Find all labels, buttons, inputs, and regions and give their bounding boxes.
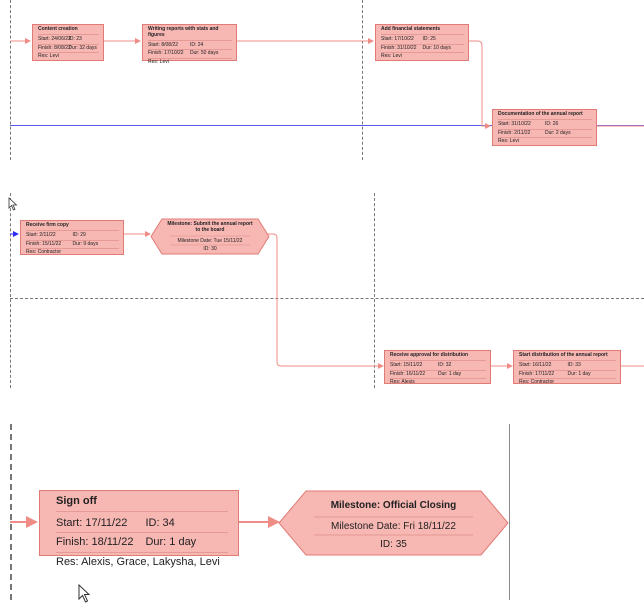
task-id: ID: 26 [545, 120, 559, 127]
milestone-date: Milestone Date: Fri 18/11/22 [331, 521, 456, 532]
task-start: Start: 8/08/22 [148, 41, 179, 48]
task-title: Content creation [38, 26, 99, 35]
task-resource: Res: Alexis [390, 379, 415, 386]
task-node-writing-reports[interactable]: Writing reports with stats and figures S… [142, 24, 237, 65]
milestone-title-line1: Milestone: Submit the annual report [167, 221, 253, 227]
milestone-date: Milestone Date: Tue 15/11/22 [177, 238, 243, 244]
task-id: ID: 29 [72, 231, 86, 238]
task-finish: Finish: 2/11/22 [498, 129, 531, 136]
milestone-node-official-closing[interactable]: Milestone: Official Closing Milestone Da… [278, 490, 509, 556]
task-finish: Finish: 8/08/22 [38, 44, 71, 51]
task-title: Start distribution of the annual report [519, 352, 616, 361]
mouse-pointer-icon [78, 584, 91, 603]
milestone-id: ID: 35 [380, 539, 407, 550]
page-break-horizontal [10, 298, 644, 299]
timeline-baseline [10, 125, 644, 126]
task-resource: Res: Levi [38, 53, 59, 60]
task-start: Start: 2/11/22 [26, 231, 56, 238]
task-resource: Res: Levi [498, 138, 519, 145]
task-id: ID: 25 [422, 35, 436, 42]
task-node-documentation[interactable]: Documentation of the annual report Start… [492, 109, 597, 146]
task-resource: Res: Levi [148, 59, 169, 65]
task-duration: Dur: 1 day [567, 370, 591, 377]
page-break-vertical [374, 193, 375, 388]
task-id: ID: 34 [145, 516, 175, 529]
task-resource: Res: Levi [381, 53, 402, 60]
task-finish: Finish: 31/10/22 [381, 44, 417, 51]
task-finish: Finish: 17/11/22 [519, 370, 555, 377]
task-id: ID: 24 [190, 41, 204, 48]
task-duration: Dur: 10 days [422, 44, 451, 51]
task-start: Start: 16/11/22 [519, 361, 552, 368]
page-break-vertical [362, 0, 363, 160]
task-title: Receive approval for distribution [390, 352, 486, 361]
milestone-node-submit-annual-report[interactable]: Milestone: Submit the annual report to t… [150, 218, 270, 255]
task-resource: Res: Contractor [519, 379, 555, 386]
page-break-vertical [10, 193, 11, 388]
link-financial-to-documentation [468, 40, 491, 129]
task-resource: Res: Contractor [26, 249, 62, 256]
mouse-pointer-icon [8, 197, 18, 211]
task-finish: Finish: 15/11/22 [26, 240, 62, 247]
task-start: Start: 31/10/22 [498, 120, 531, 127]
task-duration: Dur: 1 day [145, 536, 197, 549]
page-break-vertical [10, 424, 12, 600]
task-node-add-financial-statements[interactable]: Add financial statements Start: 17/10/22… [375, 24, 469, 61]
milestone-hexagon-shape [278, 490, 509, 556]
link-submit-to-approval [268, 233, 384, 369]
task-title: Receive firm copy [26, 222, 119, 231]
task-title: Sign off [56, 495, 228, 512]
milestone-id: ID: 30 [203, 246, 217, 252]
task-finish: Finish: 18/11/22 [56, 536, 134, 549]
task-start: Start: 24/06/22 [38, 35, 71, 42]
task-start: Start: 17/11/22 [56, 516, 128, 529]
task-duration: Dur: 50 days [190, 50, 219, 57]
task-start: Start: 17/10/22 [381, 35, 414, 42]
task-node-sign-off[interactable]: Sign off Start: 17/11/22 ID: 34 Finish: 1… [39, 490, 239, 568]
task-duration: Dur: 9 days [72, 240, 99, 247]
task-start: Start: 15/11/22 [390, 361, 423, 368]
task-id: ID: 33 [567, 361, 581, 368]
task-finish: Finish: 17/10/22 [148, 50, 184, 57]
task-duration: Dur: 32 days [68, 44, 97, 51]
task-node-receive-approval[interactable]: Receive approval for distribution Start:… [384, 350, 491, 386]
task-duration: Dur: 1 day [438, 370, 462, 377]
milestone-title: Milestone: Official Closing [330, 500, 457, 511]
task-node-start-distribution[interactable]: Start distribution of the annual report … [513, 350, 621, 386]
task-node-receive-firm-copy[interactable]: Receive firm copy Start: 2/11/22 ID: 29 F… [20, 220, 124, 255]
task-title: Writing reports with stats and figures [148, 26, 232, 41]
page-break-vertical [10, 0, 11, 160]
milestone-title-line2: to the board [195, 227, 225, 233]
task-id: ID: 32 [438, 361, 452, 368]
task-resource: Res: Alexis, Grace, Lakysha, Levi [56, 555, 220, 568]
task-duration: Dur: 2 days [545, 129, 571, 136]
task-title: Documentation of the annual report [498, 111, 592, 120]
milestone-hexagon-shape [150, 218, 270, 255]
task-finish: Finish: 16/11/22 [390, 370, 426, 377]
task-title: Add financial statements [381, 26, 464, 35]
task-id: ID: 23 [68, 35, 82, 42]
page-border-line [509, 424, 510, 600]
